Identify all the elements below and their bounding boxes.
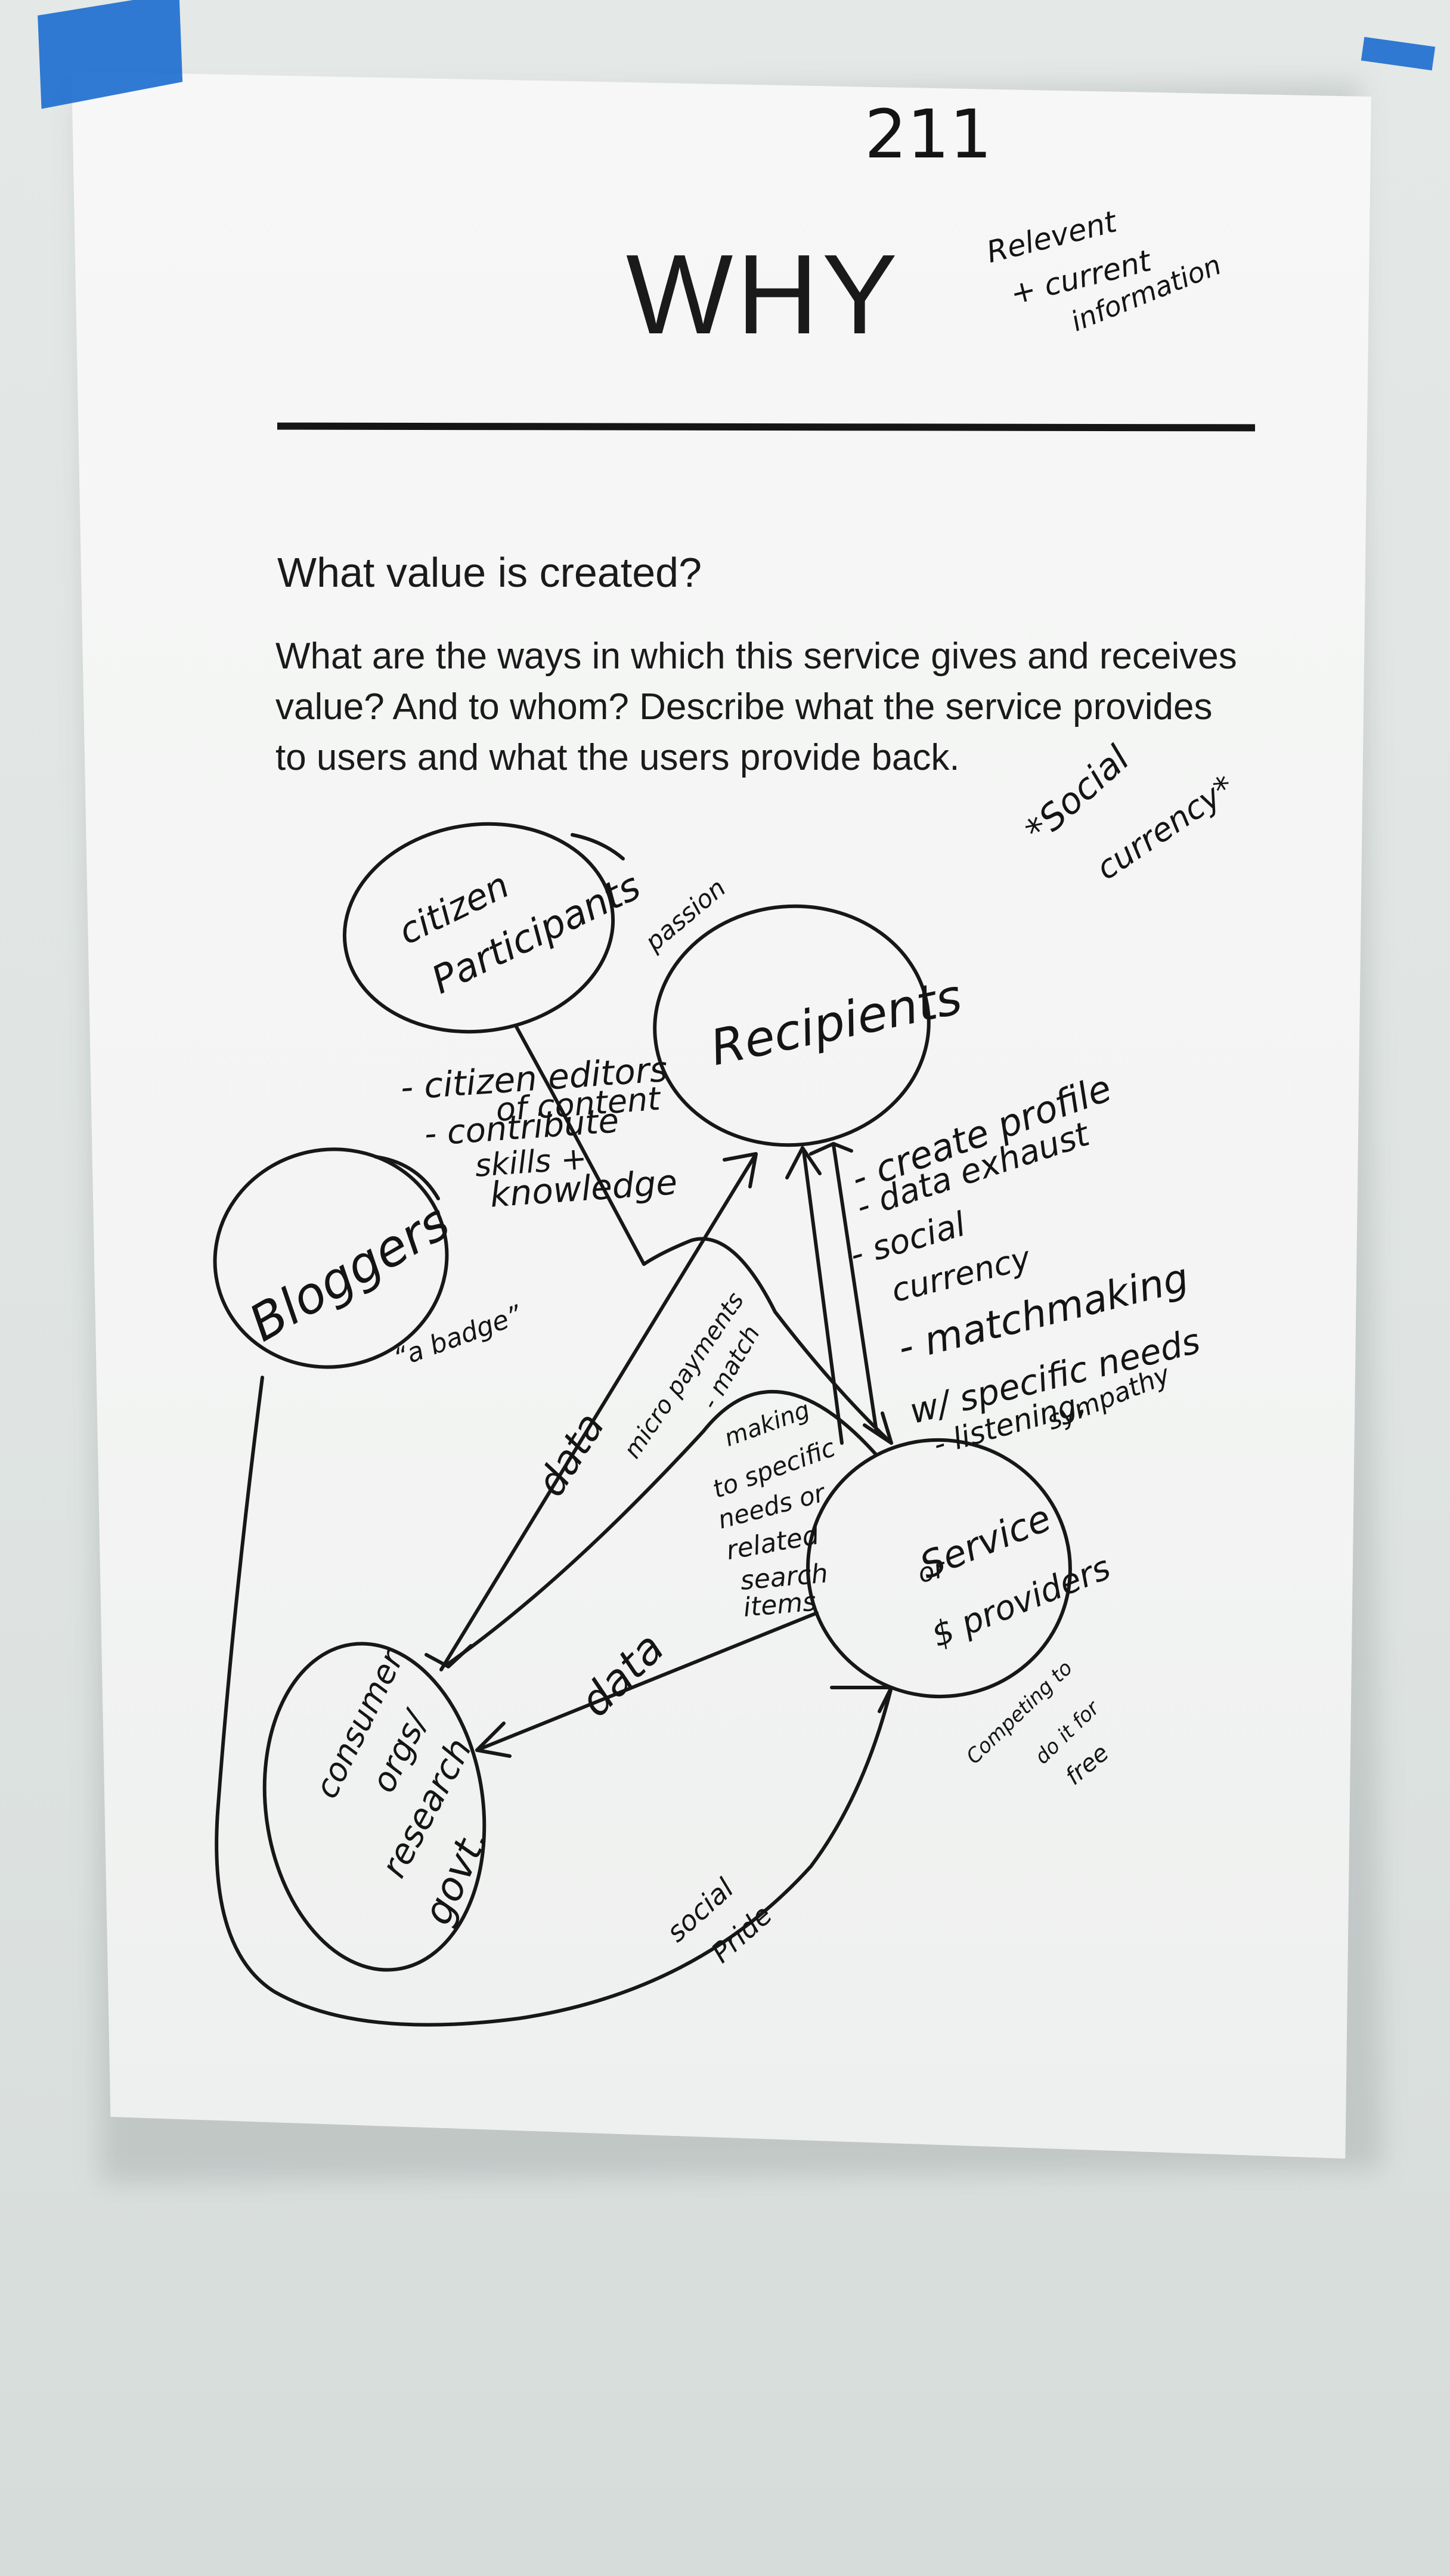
recipients-to-service-arrow-b: [832, 1143, 878, 1433]
service-node: [806, 1438, 1072, 1699]
service-to-consumer-arrow: [475, 1611, 819, 1752]
service-consumer-arrow-head: [475, 1722, 512, 1758]
citizen-node-tail: [571, 833, 625, 860]
poster-title: WHY: [626, 231, 901, 358]
consumer-node: [262, 1642, 487, 1972]
citizen-arrow-head: [863, 1411, 893, 1445]
prompt-line-1: What are the ways in which this service …: [275, 636, 1237, 677]
poster-sheet: [72, 72, 1371, 2159]
recipients-to-consumer-arrow: [447, 1389, 878, 1665]
page-number: 211: [865, 96, 992, 174]
question-heading: What value is created?: [277, 549, 702, 596]
bloggers-loop-arrow-head: [830, 1686, 893, 1713]
consumer-recipients-arrow-head: [723, 1152, 758, 1188]
bloggers-loop-arrow: [215, 1376, 893, 2027]
recipients-to-service-arrow-a: [802, 1149, 844, 1445]
prompt-line-3: to users and what the users provide back…: [275, 737, 960, 778]
bloggers-node: [213, 1147, 449, 1369]
matchmaking-note-7: items: [742, 1586, 817, 1623]
recipients-consumer-arrow-head: [425, 1644, 473, 1668]
prompt-line-2: value? And to whom? Describe what the se…: [275, 686, 1213, 727]
bloggers-node-tail: [374, 1155, 440, 1200]
recipients-arrow-head-a: [785, 1146, 822, 1179]
citizen-participants-node: [342, 822, 615, 1034]
consumer-to-recipients-arrow: [439, 1155, 756, 1671]
recipients-node: [653, 904, 931, 1147]
citizen-to-service-arrow: [514, 1024, 893, 1445]
recipients-arrow-head-b: [809, 1142, 853, 1156]
